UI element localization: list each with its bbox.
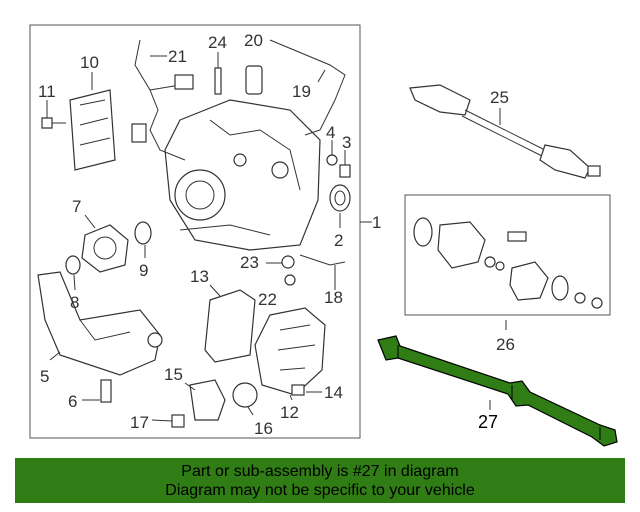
callout-14: 14 — [324, 383, 343, 402]
drive-shaft-27[interactable] — [377, 335, 618, 447]
washer-22[interactable] — [284, 274, 296, 286]
bolt-14[interactable] — [291, 384, 305, 396]
oil-seal-2[interactable] — [329, 184, 351, 212]
callout-25: 25 — [490, 88, 509, 107]
differential-cover[interactable] — [254, 307, 326, 396]
gasket-13[interactable] — [204, 289, 256, 363]
banner-line-2: Diagram may not be specific to your vehi… — [165, 482, 475, 499]
callout-17: 17 — [130, 413, 149, 432]
callout-18: 18 — [324, 288, 343, 307]
differential-assembly[interactable] — [164, 99, 321, 251]
info-banner: Part or sub-assembly is #27 in diagram D… — [15, 458, 625, 503]
callout-4: 4 — [326, 123, 335, 142]
sensor-20[interactable] — [245, 65, 263, 95]
bolt-11[interactable] — [41, 117, 66, 129]
drain-plug-23[interactable] — [281, 255, 295, 269]
mount-bracket[interactable] — [37, 271, 163, 376]
callout-19: 19 — [292, 82, 311, 101]
bolt-3[interactable] — [339, 164, 351, 178]
callout-16: 16 — [254, 419, 273, 438]
washer-4[interactable] — [326, 154, 338, 166]
leader-lines — [46, 52, 507, 422]
callout-22: 22 — [258, 290, 277, 309]
harness-connector-2[interactable] — [131, 123, 147, 143]
callout-21: 21 — [168, 47, 187, 66]
callout-20: 20 — [244, 31, 263, 50]
callout-24: 24 — [208, 33, 227, 52]
callout-6: 6 — [68, 392, 77, 411]
callout-3: 3 — [342, 133, 351, 152]
cv-boot-kit[interactable] — [413, 217, 603, 309]
callout-1: 1 — [372, 213, 381, 232]
callout-23: 23 — [240, 253, 259, 272]
callout-5: 5 — [40, 367, 49, 386]
callout-8: 8 — [70, 293, 79, 312]
companion-flange[interactable] — [81, 224, 129, 273]
actuator-15[interactable] — [189, 379, 226, 421]
callout-9: 9 — [139, 261, 148, 280]
callout-11: 11 — [38, 82, 56, 101]
callout-13: 13 — [190, 267, 209, 286]
cv-boot-kit-frame — [404, 194, 611, 316]
oil-seal-9[interactable] — [134, 221, 152, 245]
callout-12: 12 — [280, 403, 299, 422]
assembly-frame — [29, 24, 361, 439]
nut-8[interactable] — [65, 255, 81, 275]
control-module[interactable] — [69, 89, 116, 171]
banner-line-1: Part or sub-assembly is #27 in diagram — [181, 463, 459, 480]
callout-26: 26 — [496, 335, 515, 354]
callout-27: 27 — [478, 412, 498, 432]
bolt-17[interactable] — [171, 414, 185, 428]
callout-15: 15 — [164, 365, 183, 384]
vent-hose[interactable] — [269, 39, 346, 136]
harness-connector[interactable] — [174, 74, 194, 90]
callout-10: 10 — [80, 53, 99, 72]
axle-shaft-25[interactable] — [409, 84, 601, 179]
callout-2: 2 — [334, 231, 343, 250]
stud-24[interactable] — [214, 67, 222, 95]
callout-7: 7 — [72, 197, 81, 216]
o-ring-16[interactable] — [232, 382, 258, 408]
bolt-6[interactable] — [100, 379, 112, 403]
tube-18[interactable] — [299, 254, 346, 266]
